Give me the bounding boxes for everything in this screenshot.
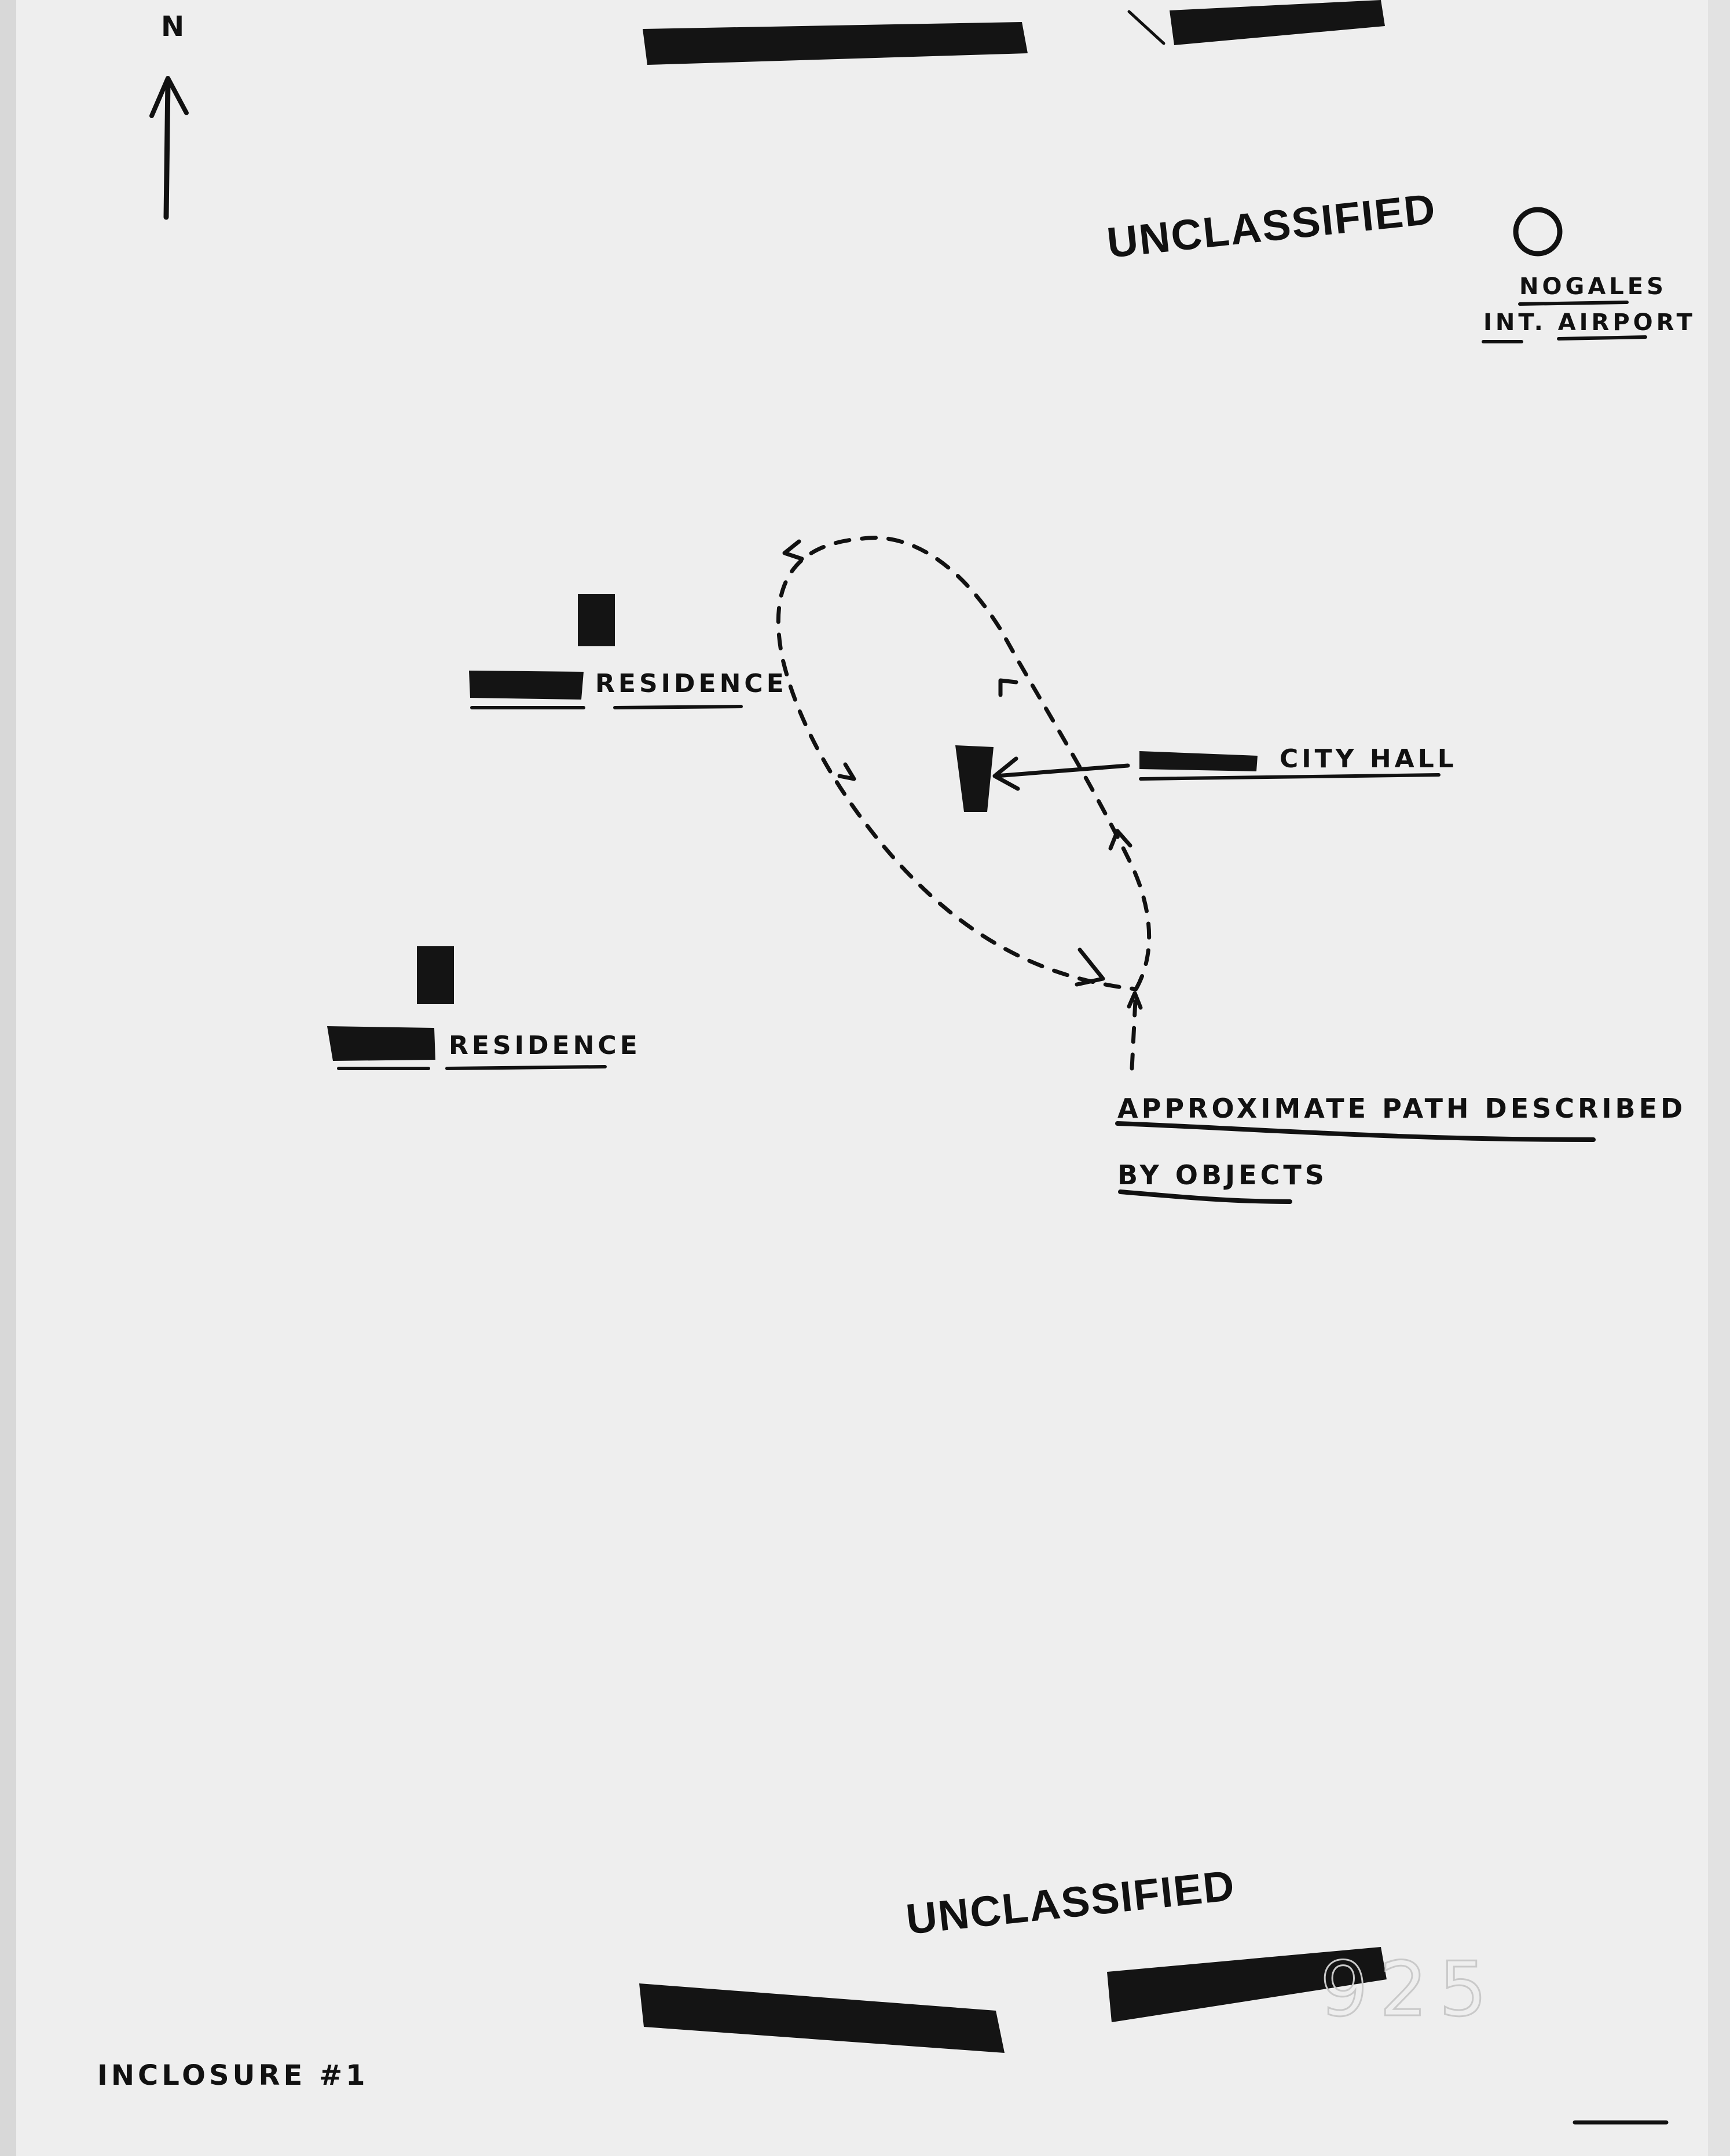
residence-2-label: RESIDENCE xyxy=(449,1031,641,1060)
redaction-bottom-right xyxy=(1107,1947,1387,2022)
object-flight-path xyxy=(776,536,1152,1071)
airport-type-label: INT. AIRPORT xyxy=(1483,309,1696,336)
path-caption-line-2: BY OBJECTS xyxy=(1117,1159,1328,1191)
redaction-top-right xyxy=(1170,0,1385,45)
inclosure-label: INCLOSURE #1 xyxy=(97,2059,369,2092)
north-label: N xyxy=(161,10,188,43)
redaction-bottom-left xyxy=(639,1983,1005,2053)
faint-document-number: 925 xyxy=(1320,1945,1498,2033)
airport-circle-icon xyxy=(1513,207,1563,257)
path-caption-line-1: APPROXIMATE PATH DESCRIBED xyxy=(1117,1093,1686,1124)
redaction-residence-2 xyxy=(327,1026,435,1061)
redaction-top-left xyxy=(643,22,1028,65)
city-hall-building-icon xyxy=(955,745,994,812)
residence-1-label: RESIDENCE xyxy=(595,669,787,698)
redaction-residence-1 xyxy=(469,671,584,700)
residence-1-building-icon xyxy=(578,594,615,646)
airport-name-label: NOGALES xyxy=(1519,273,1667,300)
north-arrow-icon xyxy=(149,76,189,220)
residence-2-building-icon xyxy=(417,946,454,1004)
city-hall-label: CITY HALL xyxy=(1280,744,1457,774)
redaction-city-hall xyxy=(1139,751,1258,771)
